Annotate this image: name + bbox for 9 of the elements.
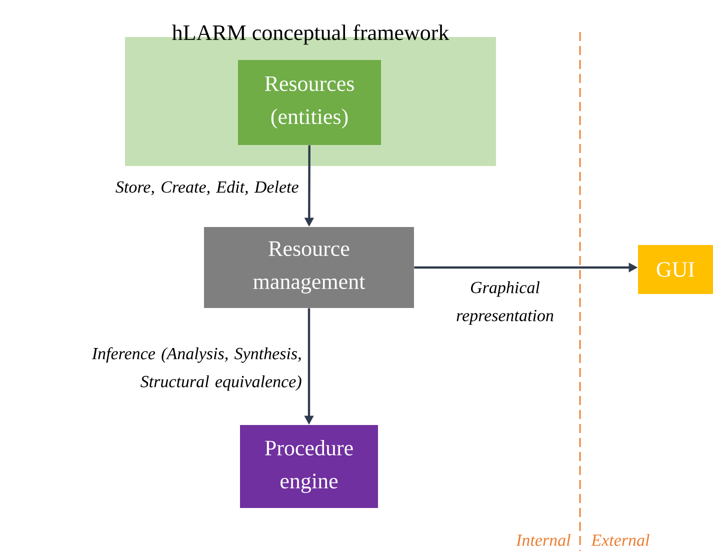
engine-box: Procedure engine (240, 425, 378, 508)
region-label: Internal (516, 534, 570, 546)
process-box: Resource management (204, 227, 414, 308)
edge-label: Inference (Analysis, Synthesis, Structural equivalence) (92, 347, 302, 391)
edge-label: Store, Create, Edit, Delete (116, 180, 298, 196)
gui-box: GUI (638, 245, 713, 294)
region-label: External (591, 534, 650, 546)
edge-label: Graphical representation (456, 281, 554, 325)
resource-box: Resources (entities) (238, 60, 381, 145)
